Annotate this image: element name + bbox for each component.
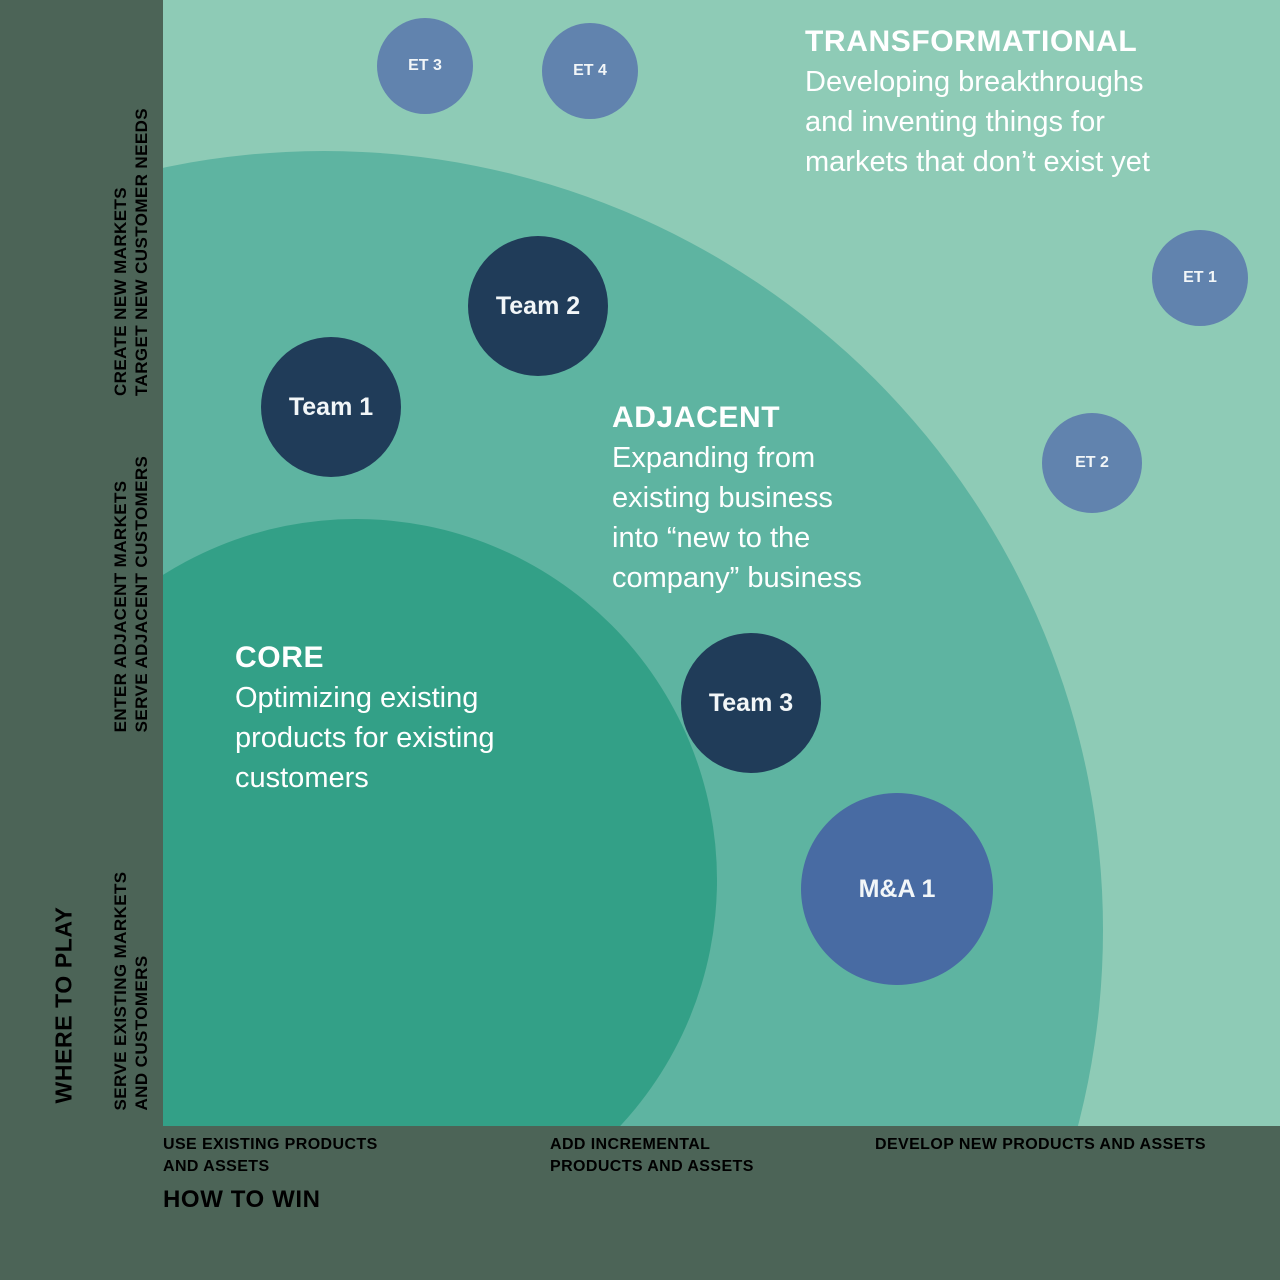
zone-title-transformational: TRANSFORMATIONAL <box>805 25 1138 58</box>
zone-description-core: Optimizing existing products for existin… <box>235 682 495 794</box>
bubble-et-2: ET 2 <box>1042 413 1142 513</box>
bubble-et-3-label: ET 3 <box>408 57 442 74</box>
zone-description-transformational: Developing breakthroughs and inventing t… <box>805 66 1150 178</box>
y-axis-title: WHERE TO PLAY <box>50 906 77 1104</box>
bubble-team-2: Team 2 <box>468 236 608 376</box>
zone-label-core: CORE Optimizing existing products for ex… <box>235 638 655 798</box>
zone-title-adjacent: ADJACENT <box>612 401 781 434</box>
y-tick-serve-existing-markets: SERVE EXISTING MARKETS AND CUSTOMERS <box>111 871 151 1111</box>
bubble-et-1-label: ET 1 <box>1183 269 1217 286</box>
x-axis-title: HOW TO WIN <box>163 1186 321 1213</box>
zone-label-transformational: TRANSFORMATIONAL Developing breakthrough… <box>805 22 1280 182</box>
bubble-team-3-label: Team 3 <box>708 688 794 717</box>
bubble-ma-1: M&A 1 <box>801 793 993 985</box>
bubble-et-1: ET 1 <box>1152 230 1248 326</box>
bubble-team-1-label: Team 1 <box>288 392 374 421</box>
zone-description-adjacent: Expanding from existing business into “n… <box>612 442 862 594</box>
bubble-ma-1-label: M&A 1 <box>858 874 936 903</box>
x-tick-use-existing-products: USE EXISTING PRODUCTS AND ASSETS <box>163 1136 378 1175</box>
bubble-team-1: Team 1 <box>261 337 401 477</box>
zone-title-core: CORE <box>235 641 325 674</box>
x-tick-develop-new-products: DEVELOP NEW PRODUCTS AND ASSETS <box>875 1136 1206 1153</box>
bubble-et-2-label: ET 2 <box>1075 454 1109 471</box>
bubble-et-4: ET 4 <box>542 23 638 119</box>
bubble-et-4-label: ET 4 <box>573 62 607 79</box>
y-tick-enter-adjacent-markets: ENTER ADJACENT MARKETS SERVE ADJACENT CU… <box>111 455 151 733</box>
bubble-et-3: ET 3 <box>377 18 473 114</box>
bubble-team-3: Team 3 <box>681 633 821 773</box>
bubble-team-2-label: Team 2 <box>495 291 581 320</box>
zone-label-adjacent: ADJACENT Expanding from existing busines… <box>612 398 1032 598</box>
y-tick-create-new-markets: CREATE NEW MARKETS TARGET NEW CUSTOMER N… <box>111 108 151 396</box>
plot-area: TRANSFORMATIONAL Developing breakthrough… <box>163 0 1280 1126</box>
x-tick-add-incremental-products: ADD INCREMENTAL PRODUCTS AND ASSETS <box>550 1136 754 1175</box>
